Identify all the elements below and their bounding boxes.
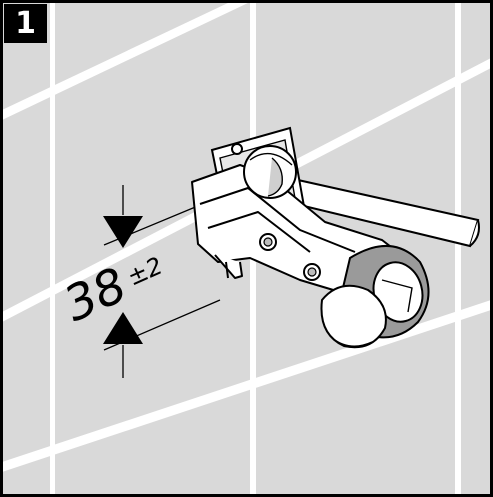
adjustment-knob — [320, 284, 387, 349]
step-number-badge: 1 — [4, 4, 47, 43]
dimension-arrow-bottom — [103, 312, 143, 344]
dimension-arrow-top — [103, 216, 143, 248]
